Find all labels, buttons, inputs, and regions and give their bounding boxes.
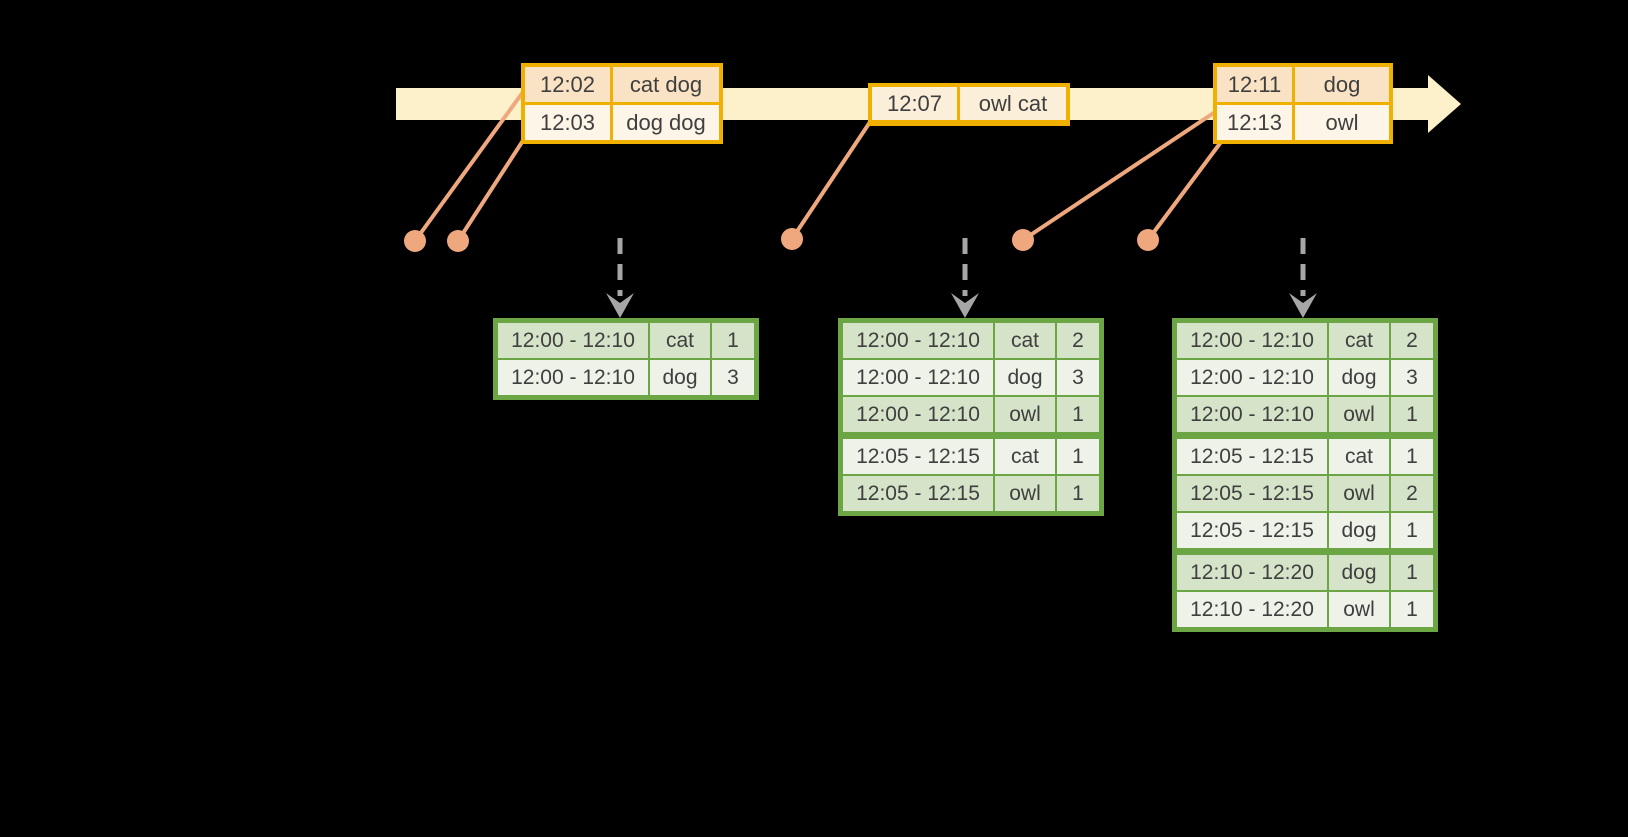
event-dot-icon — [404, 230, 426, 252]
count-cell: 2 — [1391, 323, 1433, 358]
time-cell: 12:02 — [525, 67, 610, 102]
window-cell: 12:00 - 12:10 — [1177, 397, 1327, 432]
window-cell: 12:05 - 12:15 — [1177, 439, 1327, 474]
dashed-down-arrow-icon — [951, 238, 979, 318]
window-cell: 12:05 - 12:15 — [1177, 513, 1327, 548]
count-cell: 1 — [1391, 439, 1433, 474]
count-cell: 3 — [1391, 360, 1433, 395]
count-cell: 2 — [1057, 323, 1099, 358]
table-row: 12:05 - 12:15 cat 1 — [843, 439, 1099, 474]
event-row: 12:13 owl — [1217, 105, 1389, 140]
count-cell: 1 — [1057, 476, 1099, 511]
count-cell: 1 — [1057, 439, 1099, 474]
connector-line — [456, 137, 526, 243]
window-cell: 12:00 - 12:10 — [1177, 360, 1327, 395]
count-cell: 3 — [712, 360, 754, 395]
timeline-arrowhead-icon — [1428, 75, 1461, 133]
window-cell: 12:10 - 12:20 — [1177, 592, 1327, 627]
result-table: 12:00 - 12:10 cat 2 12:00 - 12:10 dog 3 … — [838, 318, 1104, 516]
event-dot-icon — [1137, 229, 1159, 251]
word-cell: dog — [1329, 360, 1389, 395]
word-cell: cat — [1329, 439, 1389, 474]
event-row: 12:11 dog — [1217, 67, 1389, 102]
count-cell: 2 — [1391, 476, 1433, 511]
word-cell: cat — [995, 323, 1055, 358]
table-row: 12:05 - 12:15 cat 1 — [1177, 439, 1433, 474]
event-batch-box: 12:02 cat dog 12:03 dog dog — [521, 63, 723, 144]
window-cell: 12:00 - 12:10 — [843, 360, 993, 395]
words-cell: dog dog — [613, 105, 719, 140]
table-row: 12:00 - 12:10 dog 3 — [843, 360, 1099, 395]
event-row: 12:03 dog dog — [525, 105, 719, 140]
word-cell: owl — [1329, 397, 1389, 432]
word-cell: owl — [1329, 592, 1389, 627]
word-cell: dog — [650, 360, 710, 395]
table-row: 12:00 - 12:10 cat 2 — [1177, 323, 1433, 358]
table-row: 12:10 - 12:20 owl 1 — [1177, 592, 1433, 627]
table-row: 12:05 - 12:15 owl 1 — [843, 476, 1099, 511]
words-cell: cat dog — [613, 67, 719, 102]
time-cell: 12:03 — [525, 105, 610, 140]
count-cell: 1 — [1391, 397, 1433, 432]
table-row: 12:05 - 12:15 owl 2 — [1177, 476, 1433, 511]
word-cell: owl — [995, 397, 1055, 432]
connector-line — [790, 120, 872, 241]
table-row: 12:10 - 12:20 dog 1 — [1177, 555, 1433, 590]
result-table: 12:00 - 12:10 cat 2 12:00 - 12:10 dog 3 … — [1172, 318, 1438, 632]
window-cell: 12:10 - 12:20 — [1177, 555, 1327, 590]
dashed-down-arrow-icon — [1289, 238, 1317, 318]
window-cell: 12:00 - 12:10 — [843, 323, 993, 358]
event-batch-box: 12:07 owl cat — [868, 83, 1070, 126]
count-cell: 1 — [1391, 513, 1433, 548]
table-row: 12:00 - 12:10 dog 3 — [1177, 360, 1433, 395]
table-row: 12:00 - 12:10 cat 2 — [843, 323, 1099, 358]
window-cell: 12:05 - 12:15 — [843, 439, 993, 474]
event-dot-icon — [1012, 229, 1034, 251]
table-row: 12:05 - 12:15 dog 1 — [1177, 513, 1433, 548]
event-row: 12:02 cat dog — [525, 67, 719, 102]
window-cell: 12:05 - 12:15 — [843, 476, 993, 511]
window-cell: 12:00 - 12:10 — [498, 323, 648, 358]
word-cell: owl — [995, 476, 1055, 511]
word-cell: dog — [1329, 555, 1389, 590]
table-row: 12:00 - 12:10 dog 3 — [498, 360, 754, 395]
words-cell: owl cat — [960, 87, 1066, 120]
dashed-down-arrow-icon — [606, 238, 634, 318]
word-cell: dog — [1329, 513, 1389, 548]
time-cell: 12:07 — [872, 87, 957, 120]
count-cell: 3 — [1057, 360, 1099, 395]
table-row: 12:00 - 12:10 owl 1 — [1177, 397, 1433, 432]
word-cell: cat — [1329, 323, 1389, 358]
table-row: 12:00 - 12:10 cat 1 — [498, 323, 754, 358]
word-cell: cat — [650, 323, 710, 358]
word-cell: owl — [1329, 476, 1389, 511]
window-cell: 12:00 - 12:10 — [498, 360, 648, 395]
words-cell: dog — [1295, 67, 1389, 102]
count-cell: 1 — [1057, 397, 1099, 432]
window-cell: 12:00 - 12:10 — [843, 397, 993, 432]
result-table: 12:00 - 12:10 cat 1 12:00 - 12:10 dog 3 — [493, 318, 759, 400]
word-cell: dog — [995, 360, 1055, 395]
time-cell: 12:11 — [1217, 67, 1292, 102]
event-dot-icon — [781, 228, 803, 250]
event-batch-box: 12:11 dog 12:13 owl — [1213, 63, 1393, 144]
connector-line — [1146, 140, 1223, 242]
word-cell: cat — [995, 439, 1055, 474]
event-dot-icon — [447, 230, 469, 252]
count-cell: 1 — [712, 323, 754, 358]
event-row: 12:07 owl cat — [872, 87, 1066, 122]
count-cell: 1 — [1391, 555, 1433, 590]
connector-line — [1021, 110, 1217, 242]
window-cell: 12:05 - 12:15 — [1177, 476, 1327, 511]
table-row: 12:00 - 12:10 owl 1 — [843, 397, 1099, 432]
words-cell: owl — [1295, 105, 1389, 140]
count-cell: 1 — [1391, 592, 1433, 627]
window-cell: 12:00 - 12:10 — [1177, 323, 1327, 358]
time-cell: 12:13 — [1217, 105, 1292, 140]
